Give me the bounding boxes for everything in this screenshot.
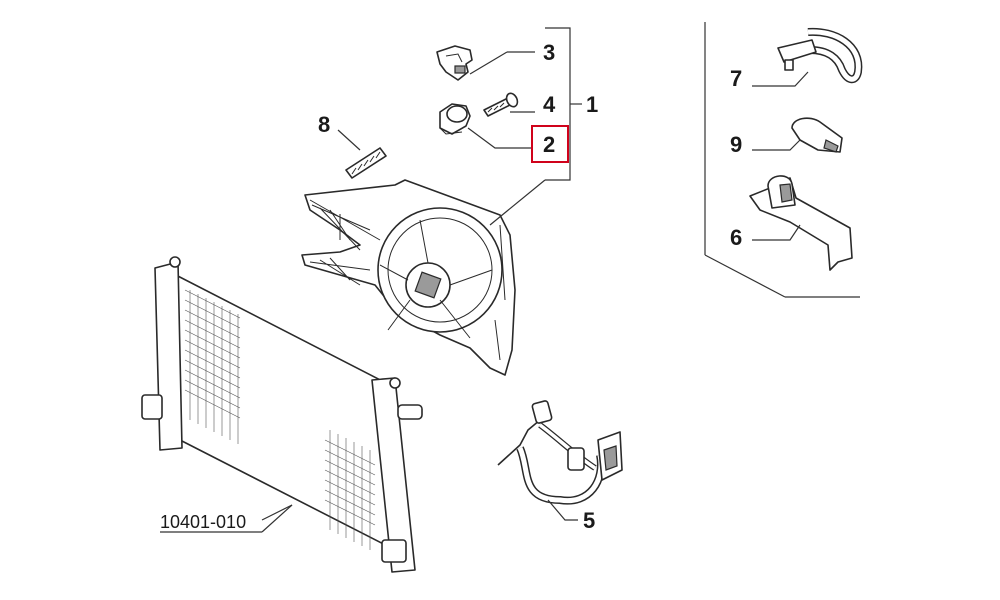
- part-6-bracket[interactable]: [749, 175, 853, 271]
- group-bracket-1: [545, 27, 582, 181]
- part-2-clip[interactable]: [439, 103, 471, 135]
- radiator-assembly[interactable]: [141, 256, 423, 573]
- leader-6: [752, 224, 801, 241]
- leader-1: [489, 179, 546, 226]
- part-1-fan-assembly[interactable]: [301, 179, 516, 376]
- callout-8: 8: [318, 112, 330, 137]
- reference-code-label: 10401-010: [160, 512, 246, 532]
- callout-2-highlight-box[interactable]: [531, 125, 569, 163]
- group-border-right: [704, 22, 860, 298]
- part-3-connector-clip[interactable]: [436, 45, 473, 81]
- leader-reference: [261, 504, 293, 533]
- leader-8: [337, 129, 361, 151]
- leader-radiator: [261, 504, 293, 521]
- callout-5: 5: [583, 508, 595, 533]
- part-7-strap[interactable]: [777, 27, 863, 84]
- radiator-core-mesh: [184, 289, 376, 550]
- callout-3: 3: [543, 40, 555, 65]
- callout-2: 2: [543, 132, 555, 157]
- callout-4: 4: [543, 92, 556, 117]
- callout-6: 6: [730, 225, 742, 250]
- callout-7: 7: [730, 66, 742, 91]
- leader-2: [467, 127, 532, 149]
- part-8-stud[interactable]: [345, 147, 387, 179]
- leader-5: [547, 499, 578, 521]
- callout-1: 1: [586, 92, 598, 117]
- part-5-wiring-harness[interactable]: [497, 400, 623, 505]
- leader-9: [752, 139, 801, 151]
- part-9-clamp[interactable]: [791, 117, 843, 153]
- leader-7: [752, 71, 809, 87]
- part-4-screw[interactable]: [483, 92, 519, 117]
- callout-9: 9: [730, 132, 742, 157]
- leader-3: [469, 51, 508, 75]
